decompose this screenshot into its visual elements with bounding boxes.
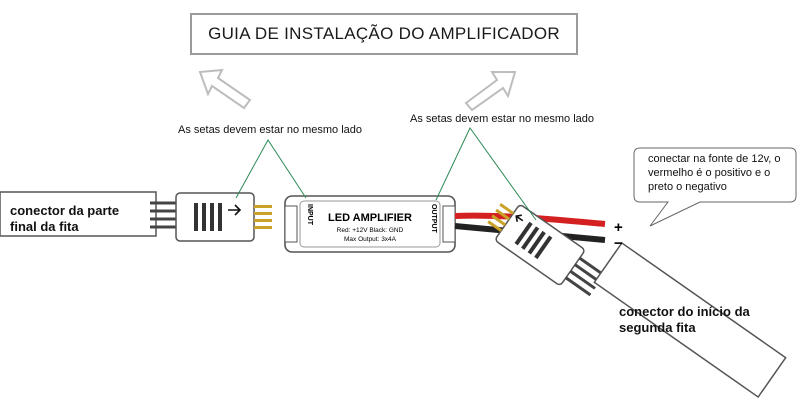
right-connector-label-line-2: segunda fita (619, 320, 696, 335)
callout-bubble (633, 147, 797, 227)
callout-line-2: vermelho é o positivo e o (648, 167, 771, 179)
right-connector-label: conector do início da segunda fita (619, 304, 750, 336)
right-connector-arrow-icon (515, 214, 524, 222)
left-connector-label-line-2: final da fita (10, 219, 79, 234)
arrow-note-right: As setas devem estar no mesmo lado (410, 113, 595, 125)
right-connector (495, 204, 585, 286)
minus-sign: − (614, 235, 623, 252)
title-box: GUIA DE INSTALAÇÃO DO AMPLIFICADOR (190, 13, 578, 55)
amplifier-output-label: OUTPUT (430, 204, 437, 234)
page-title: GUIA DE INSTALAÇÃO DO AMPLIFICADOR (208, 24, 560, 43)
hint-arrow-right-icon (464, 71, 517, 112)
left-connector-label-line-1: conector da parte (10, 203, 120, 218)
left-led-strip (0, 191, 157, 237)
left-connector-arrow-icon (228, 204, 242, 216)
callout-line-3: preto o negativo (648, 181, 727, 193)
callout-text: conectar na fonte de 12v, o vermelho é o… (648, 152, 781, 194)
amplifier-spec-output: Max Output: 3x4A (344, 236, 397, 243)
arrow-note-left: As setas devem estar no mesmo lado (178, 124, 363, 136)
left-connector (175, 192, 255, 242)
right-led-strip (593, 241, 787, 399)
right-connector-label-line-1: conector do início da (619, 304, 750, 319)
amplifier-input-label: INPUT (306, 204, 313, 226)
left-connector-label: conector da parte final da fita (10, 203, 119, 235)
plus-sign: + (614, 219, 623, 236)
amplifier-spec-voltage: Red: +12V Black: GND (337, 227, 404, 234)
callout-line-1: conectar na fonte de 12v, o (648, 153, 781, 165)
hint-arrow-left-icon (198, 68, 252, 110)
amplifier-name: LED AMPLIFIER (328, 212, 412, 224)
guide-line-right (435, 127, 537, 221)
guide-line-left (235, 139, 307, 199)
